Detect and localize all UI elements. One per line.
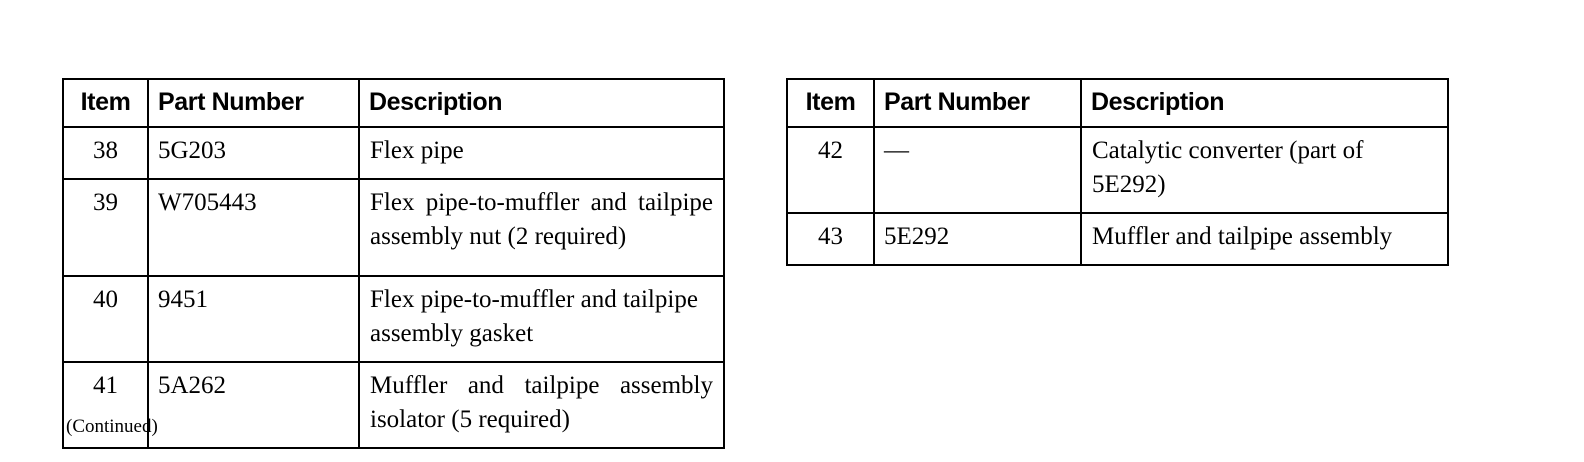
cell-item: 42: [786, 126, 875, 214]
table-row: 43 5E292 Muffler and tailpipe assembly: [786, 212, 1449, 266]
cell-part-number: —: [873, 126, 1082, 214]
cell-item: 40: [62, 275, 149, 363]
cell-description: Flex pipe-to-muffler and tailpipe assemb…: [358, 275, 725, 363]
cell-part-number: 5A262: [147, 361, 360, 449]
cell-part-number: 5E292: [873, 212, 1082, 266]
column-header-description: Description: [358, 78, 725, 128]
table-header-row: Item Part Number Description: [786, 78, 1449, 128]
cell-part-number: 9451: [147, 275, 360, 363]
cell-item: 38: [62, 126, 149, 180]
cell-part-number: 5G203: [147, 126, 360, 180]
cell-description: Muffler and tailpipe assembly isolator (…: [358, 361, 725, 449]
column-header-part-number: Part Number: [147, 78, 360, 128]
parts-table-left: Item Part Number Description 38 5G203 Fl…: [62, 78, 725, 449]
cell-description: Flex pipe: [358, 126, 725, 180]
table-row: 42 — Catalytic converter (part of 5E292): [786, 126, 1449, 214]
cell-part-number: W705443: [147, 178, 360, 277]
cell-description: Muffler and tailpipe assembly: [1080, 212, 1449, 266]
table-header-row: Item Part Number Description: [62, 78, 725, 128]
cell-item: 39: [62, 178, 149, 277]
cell-item: 41: [62, 361, 149, 449]
continued-footnote: (Continued): [66, 416, 158, 437]
column-header-item: Item: [786, 78, 875, 128]
cell-description: Catalytic converter (part of 5E292): [1080, 126, 1449, 214]
table-row: 41 5A262 Muffler and tailpipe assembly i…: [62, 361, 725, 449]
cell-item: 43: [786, 212, 875, 266]
table-row: 38 5G203 Flex pipe: [62, 126, 725, 180]
column-header-item: Item: [62, 78, 149, 128]
table-row: 40 9451 Flex pipe-to-muffler and tailpip…: [62, 275, 725, 363]
column-header-part-number: Part Number: [873, 78, 1082, 128]
column-header-description: Description: [1080, 78, 1449, 128]
cell-description: Flex pipe-to-muffler and tailpipe assemb…: [358, 178, 725, 277]
table-row: 39 W705443 Flex pipe-to-muffler and tail…: [62, 178, 725, 277]
parts-table-right: Item Part Number Description 42 — Cataly…: [786, 78, 1449, 266]
